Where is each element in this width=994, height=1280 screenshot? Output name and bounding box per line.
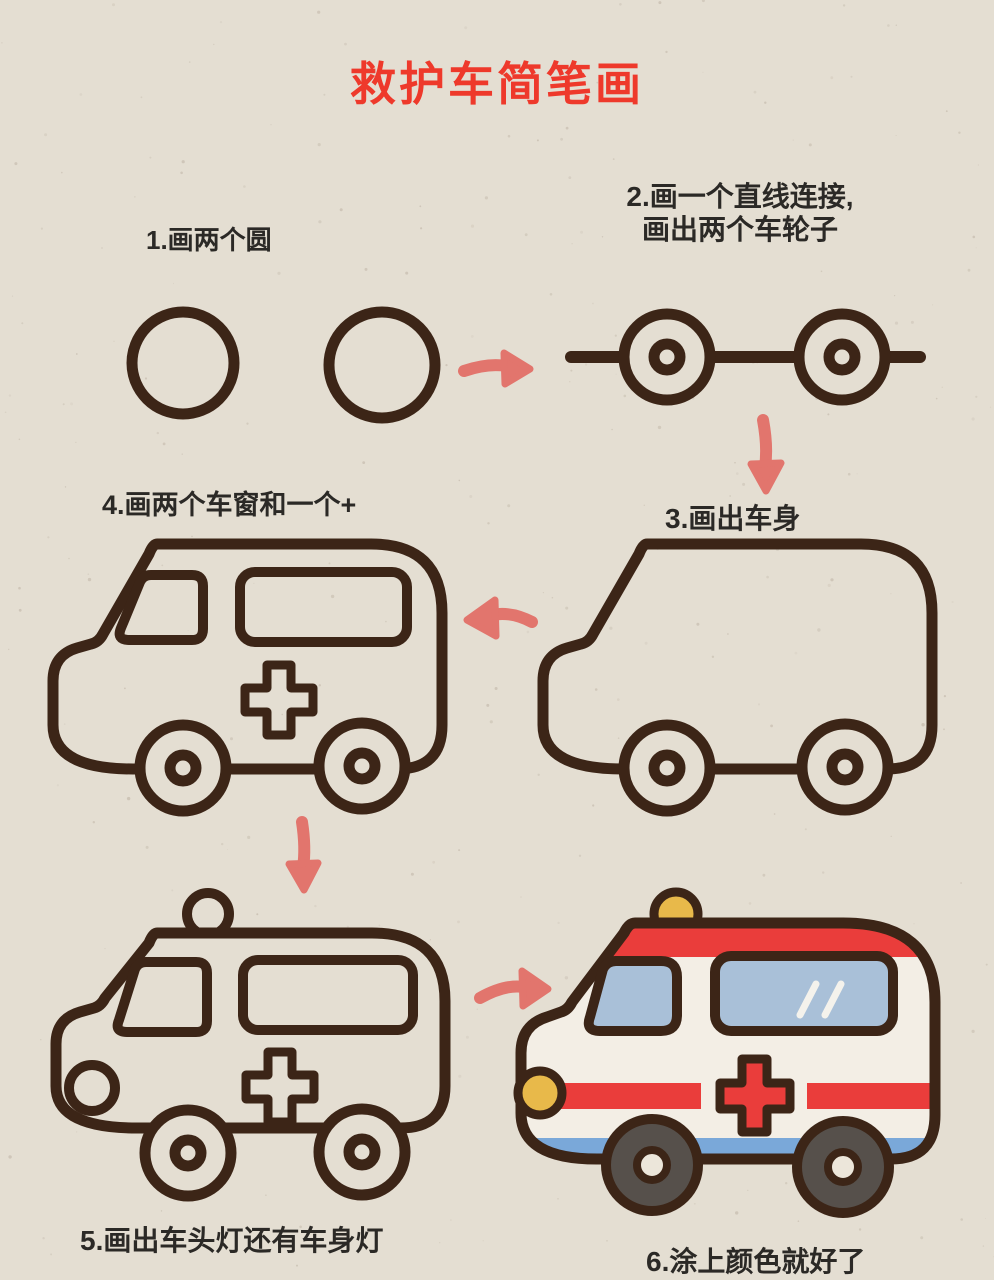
step-2-drawing-wheels [565, 308, 926, 406]
headlight [64, 1060, 120, 1116]
window-shine [821, 980, 845, 1019]
side-window [238, 955, 418, 1035]
van-body-outline [515, 917, 941, 1165]
circle-shape [126, 306, 240, 420]
wheel-hub [648, 338, 686, 376]
medical-cross [715, 1054, 795, 1137]
step-1-label: 1.画两个圆 [146, 225, 272, 255]
side-window [235, 567, 412, 647]
wheel-hub [633, 1146, 671, 1184]
arrow-right-icon [458, 349, 534, 388]
step-4-drawing-windows-cross [47, 538, 448, 817]
step-6-label: 6.涂上颜色就好了 [646, 1246, 866, 1277]
arrow-down-icon [285, 816, 322, 894]
wheel-hub [826, 748, 864, 786]
step-3-drawing-van-body [537, 538, 938, 817]
van-body-outline [47, 538, 448, 775]
wheel-hub [343, 747, 381, 785]
step-5-drawing-lights [50, 888, 451, 1202]
step-1-drawing-two-circles [126, 306, 441, 424]
step-4-label: 4.画两个车窗和一个+ [102, 490, 357, 520]
step-2-label-line1: 2.画一个直线连接, [626, 181, 854, 212]
body-red-stripe [807, 1083, 935, 1109]
step-2-label-line2: 画出两个车轮子 [641, 214, 838, 246]
page-title: 救护车简笔画 [350, 58, 644, 110]
wheel-hub [343, 1133, 381, 1171]
wheel-hub [648, 749, 686, 787]
step-3-label: 3.画出车身 [665, 503, 801, 534]
step-6-drawing-colored-ambulance [513, 887, 941, 1218]
wheel-hub [164, 749, 202, 787]
windshield [112, 957, 212, 1037]
headlight [513, 1066, 567, 1120]
side-window [710, 951, 898, 1036]
medical-cross [241, 1047, 319, 1127]
wheel-hub [169, 1134, 207, 1172]
arrow-right-icon [474, 967, 552, 1010]
medical-cross [240, 660, 318, 740]
windshield [114, 570, 208, 645]
arrow-left-icon [463, 596, 538, 640]
wheel-hub [823, 338, 861, 376]
windshield [583, 956, 682, 1036]
van-body-outline [537, 538, 938, 775]
arrow-down-icon [747, 414, 785, 495]
wheel-hub [824, 1148, 862, 1186]
step-2-label: 2.画一个直线连接, 画出两个车轮子 [600, 180, 880, 246]
window-shine [796, 980, 820, 1019]
circle-shape [323, 306, 441, 424]
step-5-label: 5.画出车头灯还有车身灯 [80, 1225, 384, 1256]
